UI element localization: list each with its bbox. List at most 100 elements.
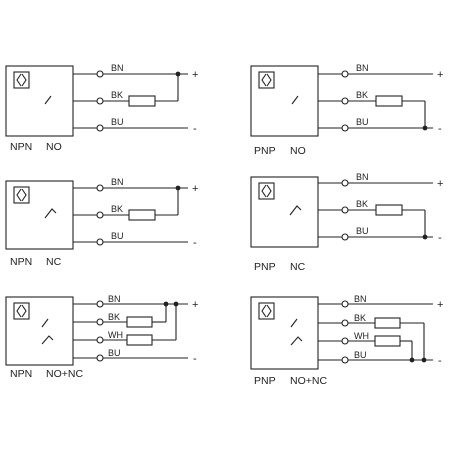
sensor-housing bbox=[5, 296, 74, 366]
sensor-housing bbox=[250, 176, 319, 248]
contact-mode-label: NO+NC bbox=[46, 368, 83, 380]
sensor-housing bbox=[5, 180, 74, 250]
plus-sign: + bbox=[192, 69, 198, 81]
terminal-wh bbox=[341, 337, 349, 345]
load-resistor bbox=[375, 204, 403, 216]
wire-label-bu: BU bbox=[356, 117, 369, 127]
switch-contact-nc-icon bbox=[41, 335, 54, 345]
load-resistor bbox=[128, 95, 156, 107]
wire-label-bk: BK bbox=[354, 313, 366, 323]
sensor-coil-icon bbox=[13, 71, 30, 89]
wire-label-wh: WH bbox=[108, 330, 123, 340]
plus-sign: + bbox=[437, 299, 443, 311]
sensor-coil-icon bbox=[258, 71, 275, 89]
minus-sign: - bbox=[438, 123, 442, 135]
terminal-bu bbox=[96, 238, 104, 246]
minus-sign: - bbox=[193, 353, 197, 365]
junction-dot bbox=[175, 71, 181, 77]
wire-label-bu: BU bbox=[108, 348, 121, 358]
contact-mode-label: NO bbox=[46, 141, 62, 153]
wire-label-bk: BK bbox=[111, 204, 123, 214]
switch-contact-no-icon bbox=[41, 318, 49, 328]
plus-sign: + bbox=[192, 183, 198, 195]
terminal-bu bbox=[341, 356, 349, 364]
terminal-bu bbox=[96, 124, 104, 132]
switch-contact-icon bbox=[291, 95, 299, 105]
terminal-bn bbox=[341, 179, 349, 187]
diagram-npn-no-nc: BN BK WH BU + - NPN NO+NC bbox=[5, 294, 198, 380]
sensor-coil-icon bbox=[13, 302, 30, 320]
junction-dot bbox=[175, 185, 181, 191]
output-type-label: NPN bbox=[10, 368, 32, 380]
wire-label-bn: BN bbox=[111, 177, 124, 187]
wire-label-bn: BN bbox=[356, 172, 369, 182]
contact-mode-label: NC bbox=[46, 256, 62, 268]
switch-contact-icon bbox=[44, 95, 52, 105]
sensor-housing bbox=[250, 296, 319, 370]
wire-label-bu: BU bbox=[111, 117, 124, 127]
terminal-bn bbox=[96, 300, 104, 308]
diagram-pnp-no: BN BK BU + - PNP NO bbox=[250, 63, 443, 157]
wire-label-bn: BN bbox=[108, 294, 121, 304]
terminal-bk bbox=[96, 97, 104, 105]
output-type-label: PNP bbox=[254, 145, 276, 157]
diagram-pnp-no-nc: BN BK WH BU + - PNP NO+NC bbox=[250, 294, 443, 387]
terminal-bn bbox=[341, 70, 349, 78]
wire-label-bn: BN bbox=[356, 63, 369, 73]
terminal-bk bbox=[341, 97, 349, 105]
sensor-housing bbox=[250, 65, 319, 137]
sensor-coil-icon bbox=[13, 186, 30, 204]
diagram-npn-nc: BN BK BU + - NPN NC bbox=[5, 177, 198, 268]
wire-label-bn: BN bbox=[111, 63, 124, 73]
junction-dot bbox=[163, 301, 169, 307]
output-type-label: PNP bbox=[254, 375, 276, 387]
plus-sign: + bbox=[192, 299, 198, 311]
minus-sign: - bbox=[193, 123, 197, 135]
load-resistor bbox=[375, 95, 403, 107]
terminal-bu bbox=[96, 354, 104, 362]
switch-contact-icon bbox=[289, 205, 302, 216]
minus-sign: - bbox=[438, 232, 442, 244]
wire-label-bn: BN bbox=[354, 294, 367, 304]
diagram-pnp-nc: BN BK BU + - PNP NC bbox=[250, 172, 443, 273]
switch-contact-icon bbox=[44, 208, 57, 219]
terminal-bk bbox=[96, 211, 104, 219]
load-resistor-bk bbox=[374, 317, 401, 329]
terminal-bk bbox=[96, 318, 104, 326]
output-type-label: PNP bbox=[254, 261, 276, 273]
load-resistor-wh bbox=[374, 335, 401, 347]
output-type-label: NPN bbox=[10, 256, 32, 268]
terminal-bn bbox=[96, 70, 104, 78]
terminal-bu bbox=[341, 124, 349, 132]
sensor-coil-icon bbox=[258, 302, 275, 320]
contact-mode-label: NO+NC bbox=[290, 375, 327, 387]
wire-label-bk: BK bbox=[111, 90, 123, 100]
minus-sign: - bbox=[193, 237, 197, 249]
switch-contact-no-icon bbox=[290, 318, 298, 328]
terminal-bk bbox=[341, 319, 349, 327]
contact-mode-label: NO bbox=[290, 145, 306, 157]
wire-label-bu: BU bbox=[354, 350, 367, 360]
wire-label-bk: BK bbox=[356, 90, 368, 100]
plus-sign: + bbox=[437, 178, 443, 190]
output-type-label: NPN bbox=[10, 141, 32, 153]
terminal-bk bbox=[341, 206, 349, 214]
wire-label-bk: BK bbox=[356, 199, 368, 209]
sensor-coil-icon bbox=[258, 182, 275, 200]
load-resistor bbox=[128, 209, 156, 221]
wire-label-wh: WH bbox=[354, 331, 369, 341]
terminal-bu bbox=[341, 233, 349, 241]
terminal-wh bbox=[96, 336, 104, 344]
plus-sign: + bbox=[437, 69, 443, 81]
sensor-housing bbox=[5, 65, 74, 137]
terminal-bn bbox=[96, 184, 104, 192]
junction-dot bbox=[173, 301, 179, 307]
diagram-npn-no: BN BK BU + - NPN NO bbox=[5, 63, 198, 153]
wire-label-bu: BU bbox=[111, 231, 124, 241]
terminal-bn bbox=[341, 300, 349, 308]
contact-mode-label: NC bbox=[290, 261, 306, 273]
minus-sign: - bbox=[438, 355, 442, 367]
switch-contact-nc-icon bbox=[290, 336, 303, 346]
